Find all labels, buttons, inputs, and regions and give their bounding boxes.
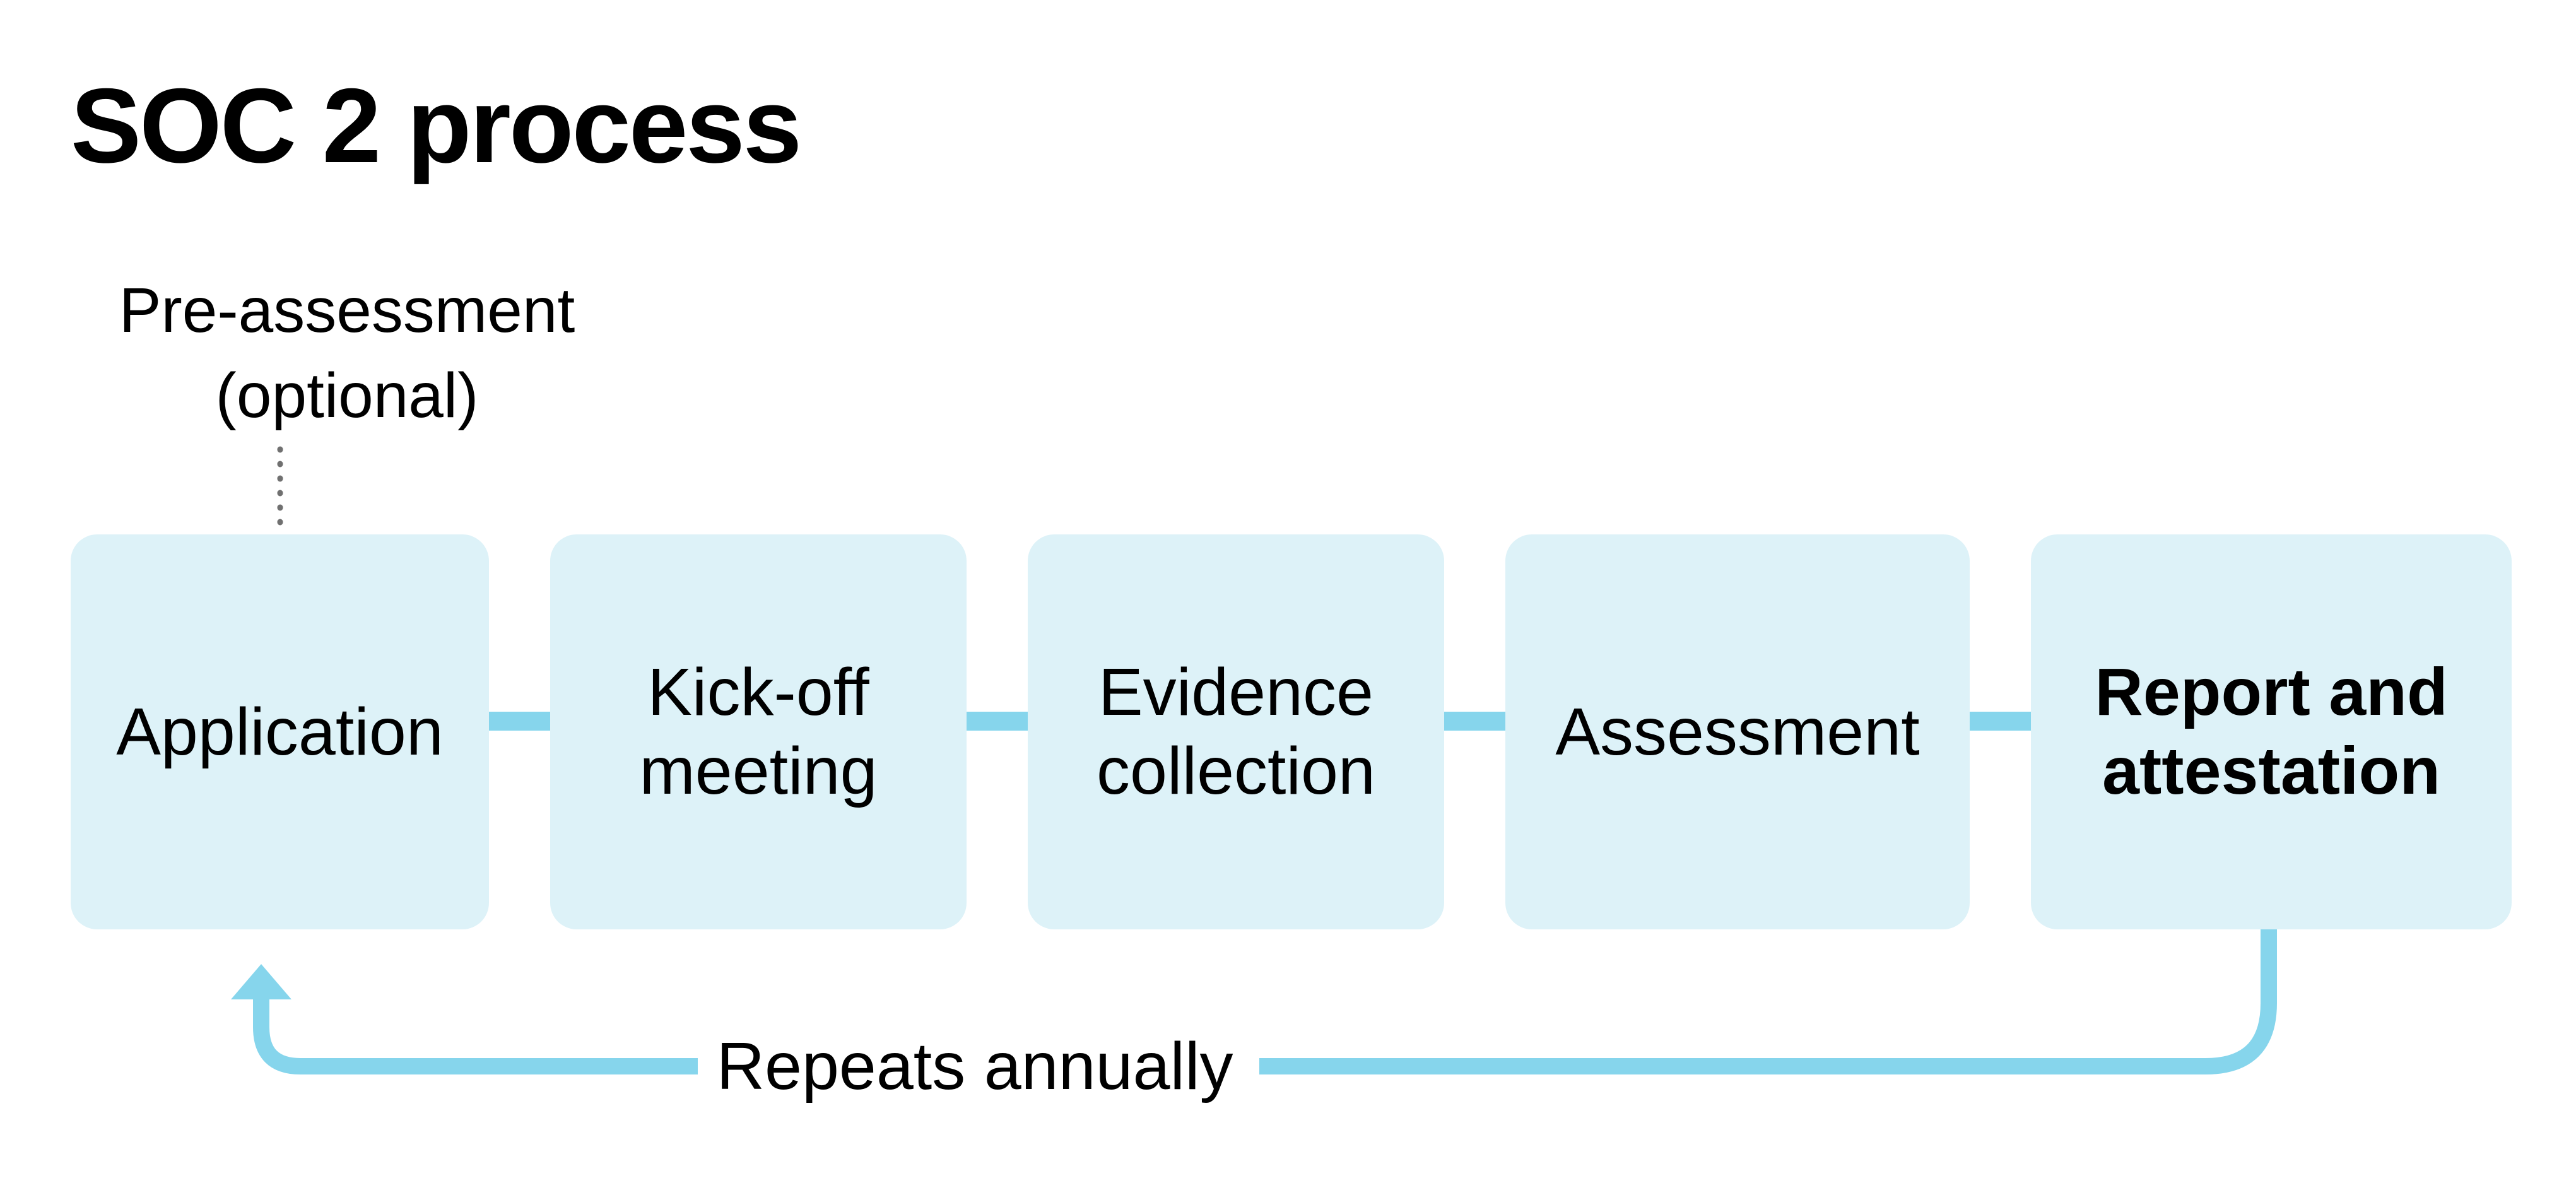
repeat-loop-line-right — [1259, 929, 2277, 1074]
step-label: Kick-off meeting — [639, 655, 878, 808]
connector-3-4 — [1444, 712, 1505, 731]
step-assessment: Assessment — [1505, 534, 1970, 929]
connector-1-2 — [489, 712, 550, 731]
pre-assessment-label: Pre-assessment — [119, 275, 575, 346]
step-label: Report and attestation — [2095, 655, 2448, 808]
step-report-and-attestation: Report and attestation — [2031, 534, 2512, 929]
step-application: Application — [71, 534, 489, 929]
repeats-annually-label: Repeats annually — [716, 1029, 1233, 1104]
step-label: Application — [116, 694, 444, 769]
connector-4-5 — [1970, 712, 2031, 731]
pre-assessment-note: Pre-assessment (optional) — [63, 268, 631, 438]
repeat-arrow-head-icon — [231, 964, 291, 999]
pre-assessment-optional-label: (optional) — [215, 360, 479, 431]
step-label: Evidence collection — [1097, 655, 1375, 808]
step-evidence-collection: Evidence collection — [1028, 534, 1444, 929]
step-kick-off-meeting: Kick-off meeting — [550, 534, 967, 929]
repeat-loop-line-left — [253, 984, 698, 1074]
step-label: Assessment — [1555, 694, 1920, 769]
connector-2-3 — [967, 712, 1028, 731]
diagram-title: SOC 2 process — [71, 66, 802, 185]
